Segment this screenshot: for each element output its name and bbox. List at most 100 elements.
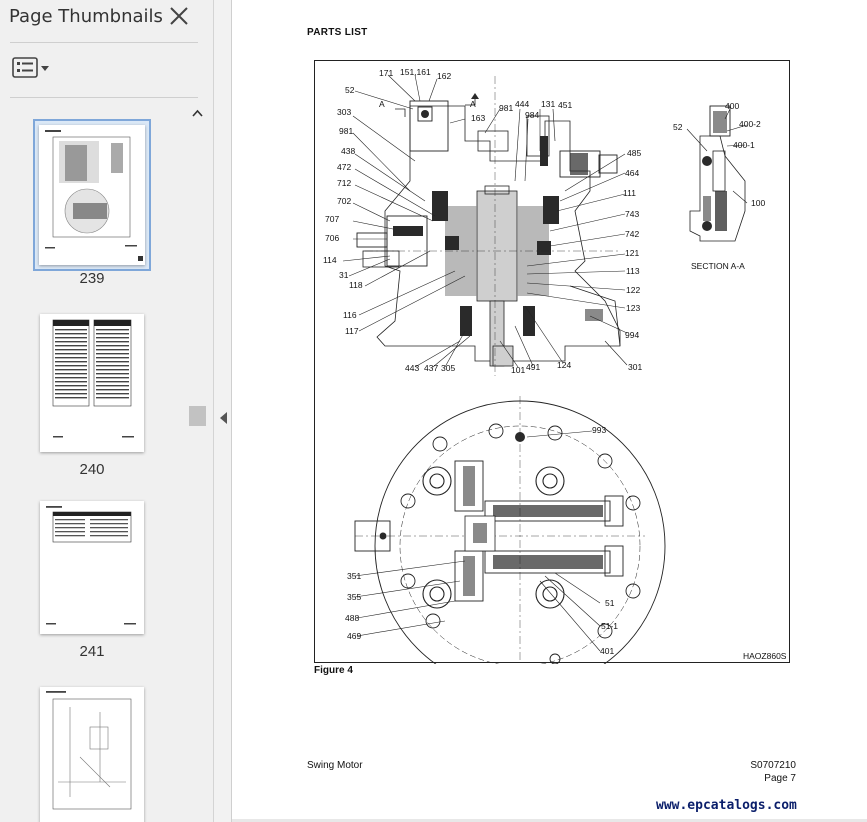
thumbnail-240[interactable]: 240 (0, 309, 186, 489)
page-number: 239 (79, 270, 105, 287)
thumbnail-page (40, 314, 144, 452)
leader-lines (342, 74, 748, 652)
figure-frame: 171 151,161 162 52 A A 163 981 444 131 4… (314, 60, 790, 692)
thumbnail-page (39, 125, 145, 265)
callout-113: 113 (626, 266, 640, 276)
callout-742: 742 (625, 229, 639, 239)
callout-305: 305 (441, 363, 455, 373)
callout-743: 743 (625, 209, 639, 219)
figure-code: HAOZ860S (743, 651, 787, 661)
thumbnail-preview (45, 130, 143, 261)
callout-401: 401 (600, 646, 614, 656)
callout-111: 111 (623, 188, 636, 198)
callout-706: 706 (325, 233, 339, 243)
thumbnails-panel: Page Thumbnails (0, 0, 214, 822)
callout-131: 131 (541, 99, 555, 109)
callout-351: 351 (347, 571, 361, 581)
callout-464: 464 (625, 168, 639, 178)
callout-123: 123 (626, 303, 640, 313)
parts-diagram: 171 151,161 162 52 A A 163 981 444 131 4… (323, 67, 787, 692)
callout-712: 712 (337, 178, 351, 188)
thumbnail-239[interactable]: 239 (0, 104, 186, 294)
callout-400-2: 400-2 (739, 119, 761, 129)
callout-163: 163 (471, 113, 485, 123)
callout-488: 488 (345, 613, 359, 623)
panel-splitter[interactable] (214, 0, 232, 822)
callout-151-161: 151,161 (400, 67, 431, 77)
callout-438: 438 (341, 146, 355, 156)
callout-118: 118 (349, 280, 363, 290)
callout-400: 400 (725, 101, 739, 111)
thumbnail-scrollbar[interactable] (188, 104, 207, 822)
collapse-panel-icon[interactable] (219, 411, 228, 425)
callout-116: 116 (343, 310, 357, 320)
callout-981-top: 981 (499, 103, 513, 113)
callout-162: 162 (437, 71, 451, 81)
panel-title: Page Thumbnails (9, 6, 163, 27)
callout-491: 491 (526, 362, 540, 372)
scroll-up-icon[interactable] (188, 104, 207, 124)
callout-51: 51 (605, 598, 615, 608)
callout-981-left: 981 (339, 126, 353, 136)
callout-171: 171 (379, 68, 393, 78)
thumbnail-preview (46, 691, 132, 810)
callout-472: 472 (337, 162, 351, 172)
callout-451: 451 (558, 100, 572, 110)
callout-444: 444 (515, 99, 529, 109)
page-heading: PARTS LIST (307, 27, 368, 38)
thumbnail-241[interactable]: 241 (0, 496, 186, 676)
thumbnail-page (40, 687, 144, 822)
thumbnail-preview (52, 319, 134, 438)
callout-485: 485 (627, 148, 641, 158)
divider (10, 97, 198, 98)
section-mark-a-left: A (379, 99, 385, 109)
callout-707: 707 (325, 214, 339, 224)
callout-400-1: 400-1 (733, 140, 755, 150)
panel-header: Page Thumbnails (0, 0, 214, 36)
callout-121: 121 (625, 248, 639, 258)
page-bottom-edge (232, 819, 867, 822)
thumbnail-preview (46, 506, 136, 625)
upper-section-drawing (356, 76, 621, 376)
watermark: www.epcatalogs.com (656, 798, 797, 813)
document-page: PARTS LIST (232, 0, 867, 822)
figure-caption: Figure 4 (314, 665, 353, 676)
callout-122: 122 (626, 285, 640, 295)
section-a-a-label: SECTION A-A (691, 261, 745, 271)
callout-994: 994 (625, 330, 639, 340)
thumbnail-page (40, 501, 144, 634)
footer-page-number: Page 7 (764, 773, 796, 784)
callout-443: 443 (405, 363, 419, 373)
callout-702: 702 (337, 196, 351, 206)
footer-document-number: S0707210 (750, 760, 796, 771)
callout-100: 100 (751, 198, 765, 208)
page-number: 241 (79, 643, 105, 660)
scroll-thumb[interactable] (189, 406, 206, 426)
callout-114: 114 (323, 255, 337, 265)
callout-355: 355 (347, 592, 361, 602)
callout-437: 437 (424, 363, 438, 373)
callout-52-section: 52 (673, 122, 683, 132)
section-mark-a-right: A (470, 99, 476, 109)
callout-52: 52 (345, 85, 355, 95)
page-number: 240 (79, 461, 105, 478)
callout-469: 469 (347, 631, 361, 641)
thumbnail-list: 239 (0, 104, 186, 822)
footer-title: Swing Motor (307, 760, 363, 771)
callout-993: 993 (592, 425, 606, 435)
callout-303: 303 (337, 107, 351, 117)
divider (10, 42, 198, 43)
callout-984: 984 (525, 110, 539, 120)
callout-117: 117 (345, 326, 359, 336)
close-icon[interactable] (168, 5, 190, 27)
callout-301: 301 (628, 362, 642, 372)
section-a-a-drawing (689, 105, 746, 242)
thumbnail-242[interactable] (0, 683, 186, 822)
callout-101: 101 (511, 365, 525, 375)
plan-view-drawing (354, 396, 666, 692)
callout-124: 124 (557, 360, 571, 370)
callout-31: 31 (339, 270, 349, 280)
thumbnail-options-icon[interactable] (12, 57, 52, 79)
callout-labels: 171 151,161 162 52 A A 163 981 444 131 4… (323, 67, 787, 661)
